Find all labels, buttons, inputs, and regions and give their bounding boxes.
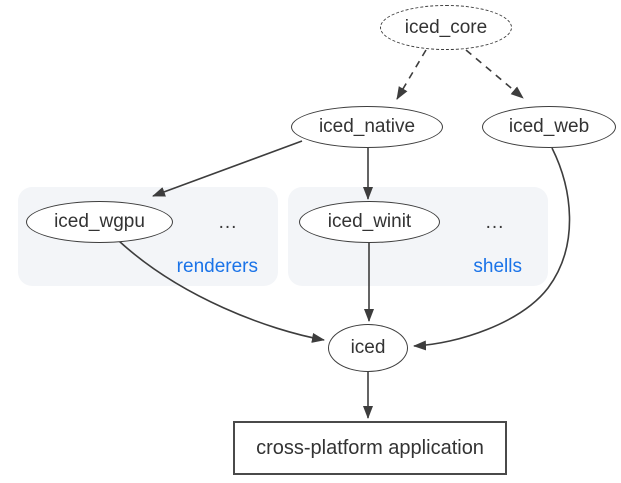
node-iced-wgpu: iced_wgpu [26,201,173,243]
node-iced-winit: iced_winit [299,201,440,243]
renderers-ellipsis: ... [218,212,238,233]
node-iced: iced [328,324,408,372]
node-iced-label: iced [350,337,386,358]
node-iced-core: iced_core [380,5,512,50]
node-iced-winit-label: iced_winit [327,211,412,232]
edge-iced-core-to-iced-native [396,49,427,100]
shells-group-label: shells [473,256,522,277]
node-iced-native: iced_native [291,106,443,148]
node-iced-web-label: iced_web [508,116,590,137]
shells-ellipsis: ... [485,212,505,233]
edge-iced-core-to-iced-web [465,49,524,99]
renderers-group-label: renderers [176,256,258,277]
node-iced-wgpu-label: iced_wgpu [54,211,145,232]
node-iced-web: iced_web [482,106,616,148]
node-iced-native-label: iced_native [318,116,416,137]
node-app-label: cross-platform application [256,436,484,459]
node-iced-core-label: iced_core [404,16,488,38]
node-cross-platform-application: cross-platform application [233,421,507,475]
